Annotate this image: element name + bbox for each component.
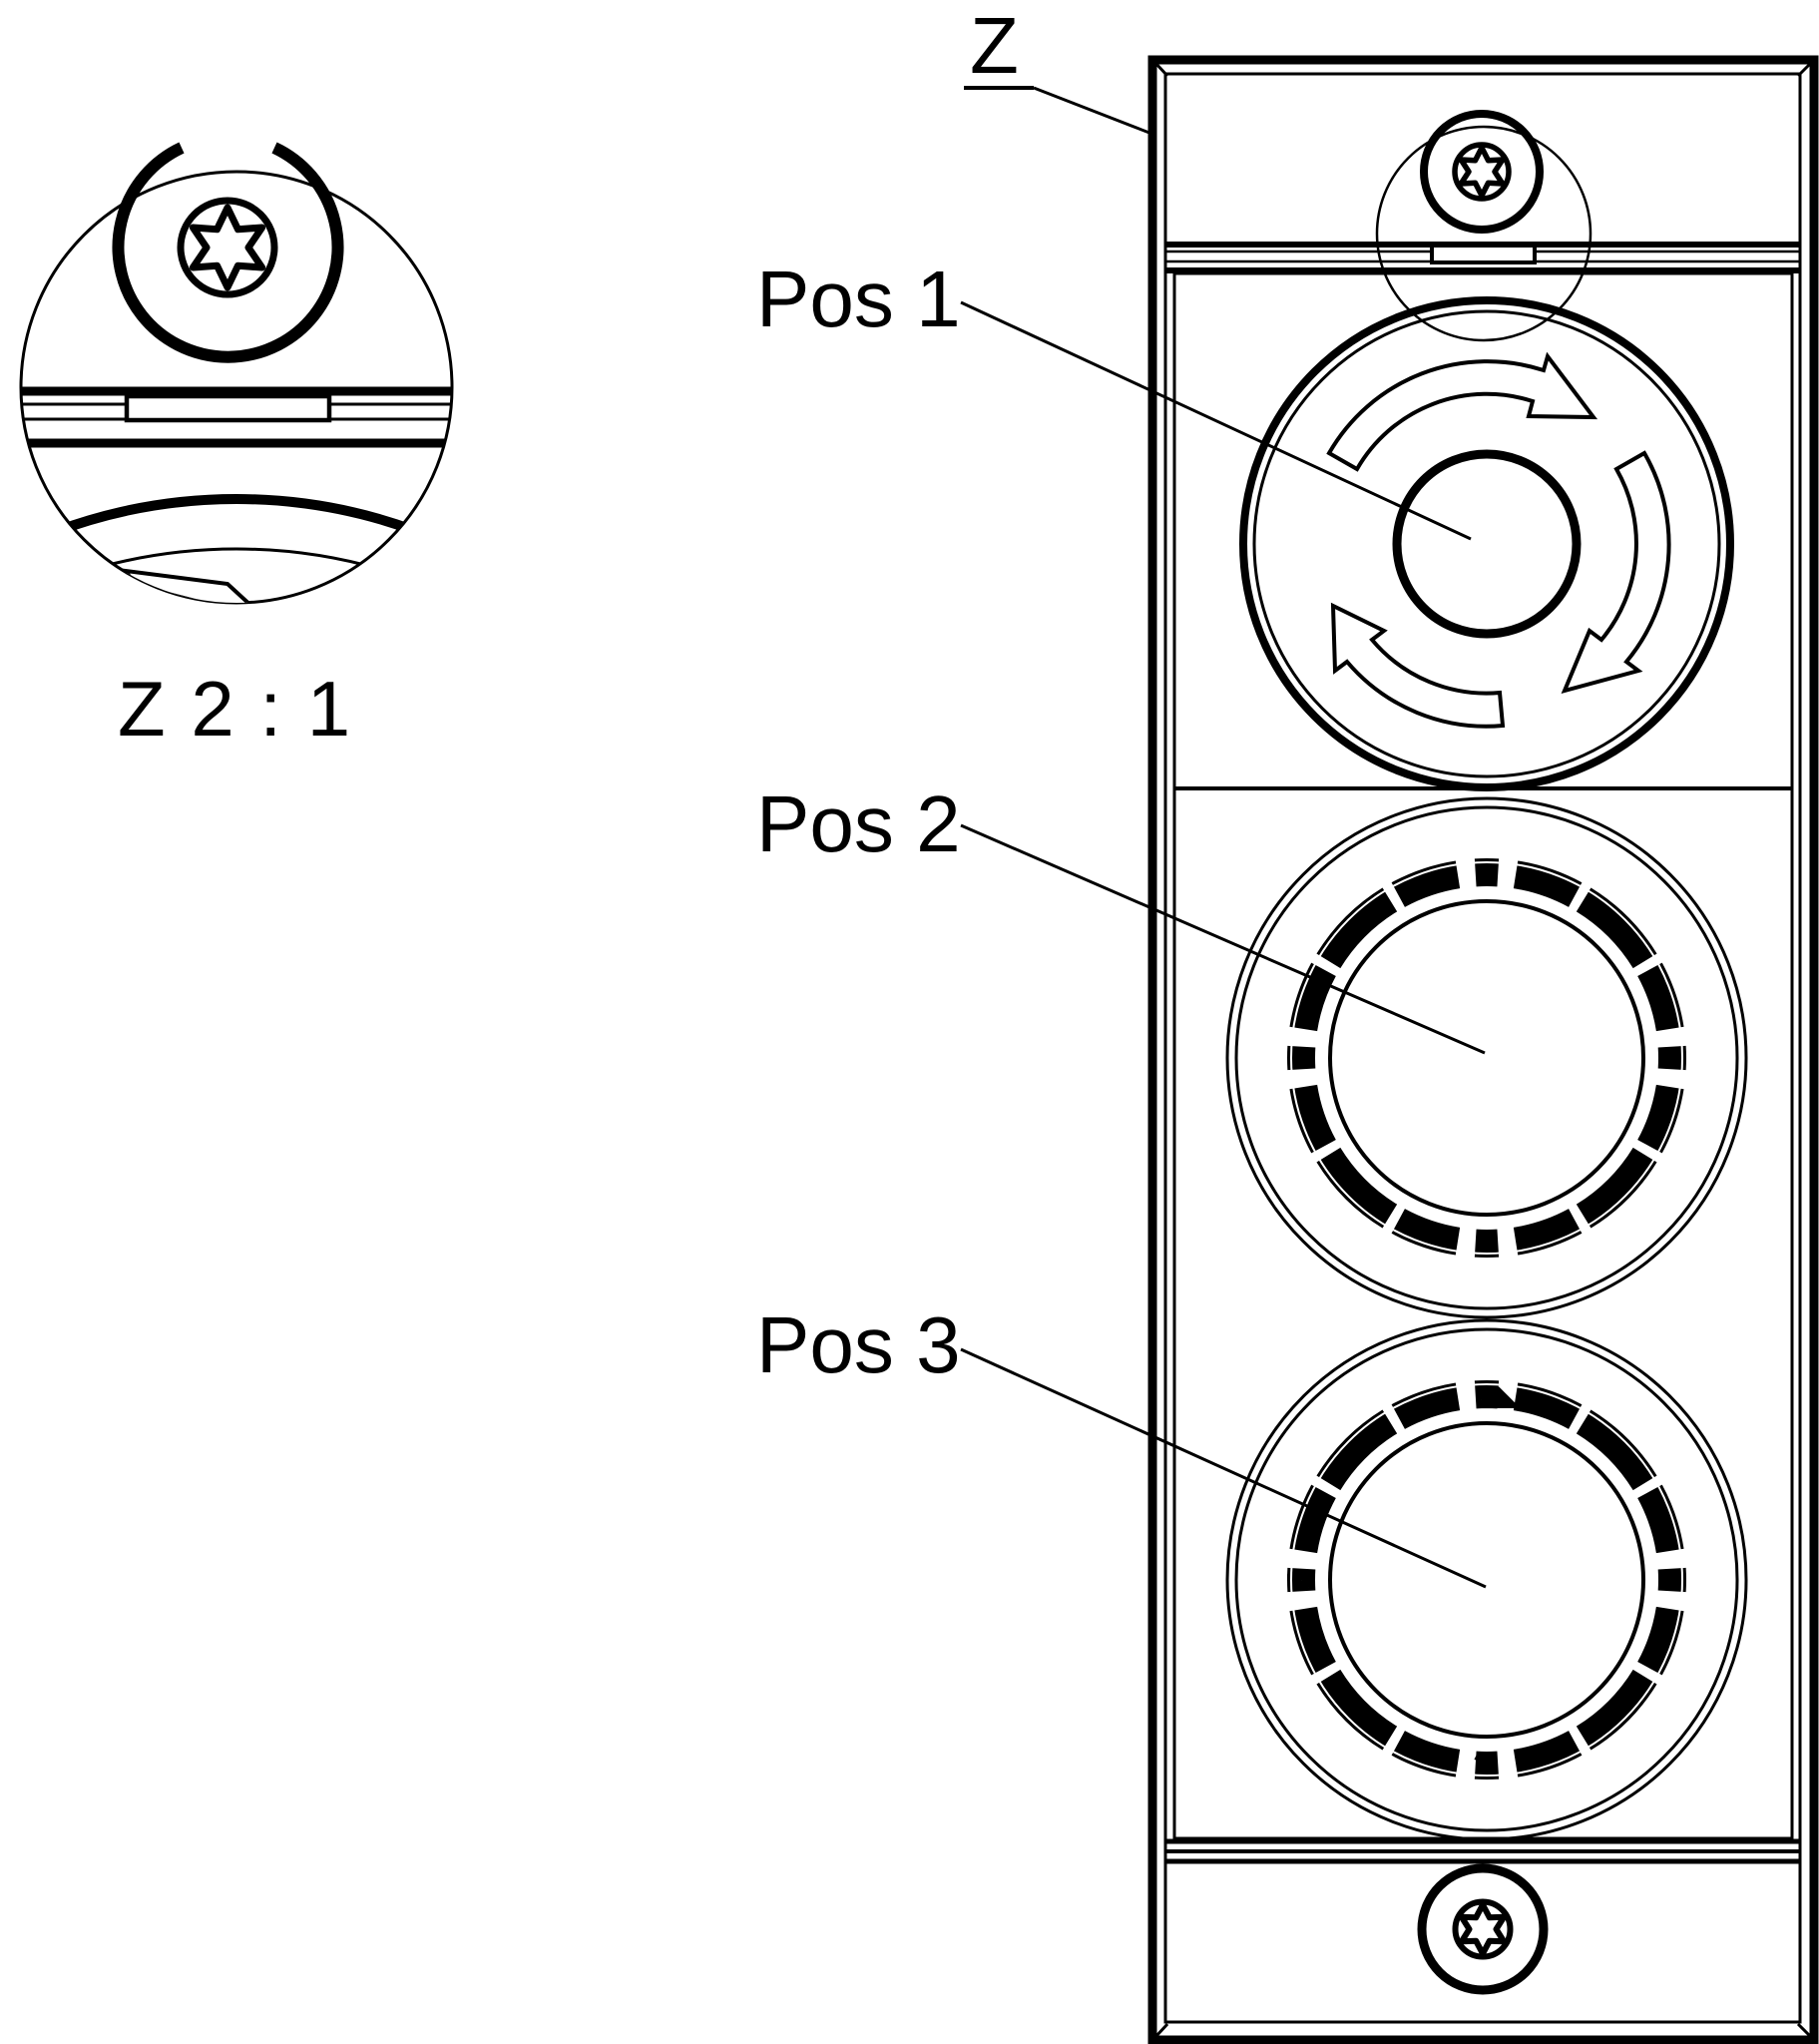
label-pos1: Pos 1 (756, 255, 961, 343)
bottom-divider (1165, 1838, 1800, 1864)
pos2-bayonet-ring (1287, 858, 1686, 1258)
estop-mushroom-center (1392, 449, 1582, 639)
bevel-corner-bl (1153, 2022, 1169, 2039)
panel-bevel-line (1163, 72, 1802, 2024)
pos3-inner-circle (1328, 1421, 1645, 1739)
torx-star-icon (189, 204, 266, 291)
detail-panel-section (21, 386, 452, 603)
z-callout-label: Z (970, 1, 1019, 90)
leader-line-pos2 (960, 823, 1486, 1055)
leader-line-pos3 (960, 1347, 1487, 1589)
screw-top-ring (1420, 110, 1544, 234)
pos2-outer-circle-2 (1234, 805, 1739, 1310)
emergency-stop-button (1239, 296, 1734, 791)
rotate-release-arrow-bottom-icon (1330, 602, 1506, 729)
panel-outline (1147, 55, 1819, 2044)
detail-rotate-arrowhead-icon (121, 568, 267, 603)
panel-front-view (1147, 55, 1819, 2044)
detail-arrow-arc (264, 595, 366, 603)
screw-top-torx-star-icon (1458, 145, 1506, 199)
button-mount-pos3 (1225, 1318, 1748, 1841)
torx-screw-top-icon (1420, 110, 1544, 234)
rotate-clockwise-arrow-right-icon (1561, 450, 1671, 694)
label-pos3: Pos 3 (756, 1300, 961, 1389)
button-mount-pos2 (1225, 796, 1748, 1319)
pos2-ring-highlight (1290, 861, 1683, 1255)
detail-arc-thin (29, 547, 444, 594)
torx-screw-icon (177, 197, 278, 298)
divider-latch-tab (1430, 244, 1537, 264)
screw-head-ring (112, 142, 344, 363)
pos2-inner-circle (1328, 899, 1645, 1217)
pos3-ring-highlight (1290, 1383, 1683, 1777)
pos-callouts: Pos 1 Pos 2 Pos 3 (756, 255, 1487, 1589)
detail-indicator-circle (1375, 125, 1592, 342)
pos3-bayonet-ring (1287, 1380, 1686, 1780)
estop-inner-rim (1252, 309, 1721, 778)
detail-view: Z 2 : 1 (19, 142, 454, 753)
bevel-corner-br (1796, 2022, 1813, 2039)
bevel-corner-tl (1153, 61, 1169, 78)
section-tab (124, 393, 332, 423)
screw-bottom-ring (1417, 1863, 1549, 1995)
pos2-outer-circle (1225, 796, 1748, 1319)
rotate-clockwise-arrow-top-icon (1326, 351, 1598, 472)
estop-outer-circle (1239, 296, 1734, 791)
torx-screw-bottom-icon (1417, 1863, 1549, 1995)
leader-line-pos1 (960, 300, 1472, 541)
screw-bottom-torx-star-icon (1458, 1901, 1508, 1957)
label-pos2: Pos 2 (756, 779, 961, 868)
detail-arc-thick (28, 494, 445, 547)
top-divider (1165, 242, 1800, 273)
pos3-outer-circle (1225, 1318, 1748, 1841)
bevel-corner-tr (1796, 61, 1813, 78)
pos3-outer-circle-2 (1234, 1327, 1739, 1832)
detail-scale-label: Z 2 : 1 (118, 665, 352, 753)
